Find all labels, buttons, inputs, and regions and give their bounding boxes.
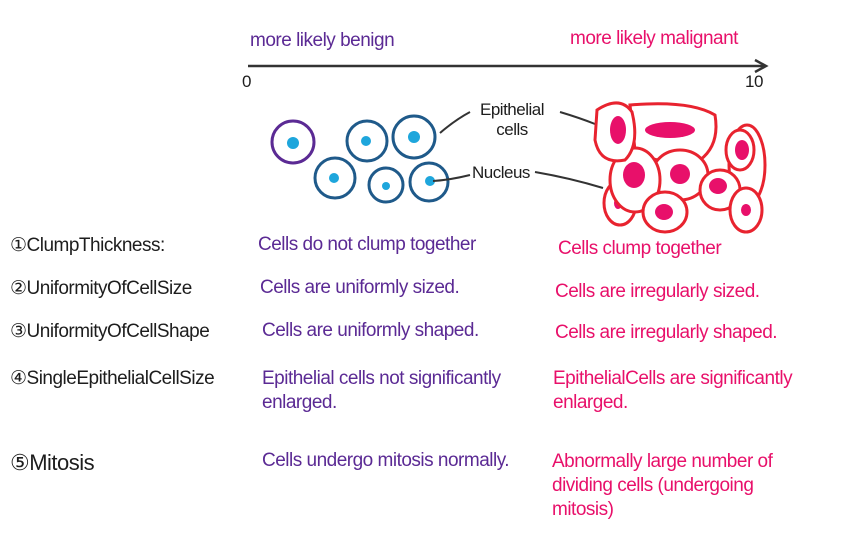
malignant-description: Abnormally large number of dividing cell… <box>552 451 773 520</box>
benign-cells <box>270 114 450 204</box>
feature-label: ⑤Mitosis <box>10 450 95 475</box>
epithelial-cells-label: Epithelial cells <box>480 100 545 139</box>
benign-description: Epithelial cells not significantly enlar… <box>262 368 501 413</box>
benign-scale-label: more likely benign <box>250 30 395 51</box>
feature-label: ③UniformityOfCellShape <box>10 321 210 342</box>
feature-label: ②UniformityOfCellSize <box>10 278 192 299</box>
malignant-description: Cells are irregularly sized. <box>555 281 760 302</box>
benign-description: Cells are uniformly sized. <box>260 277 460 298</box>
malignant-description: Cells are irregularly shaped. <box>555 322 778 343</box>
scale-axis <box>248 58 769 74</box>
scale-max: 10 <box>745 72 763 91</box>
scale-min: 0 <box>242 72 251 91</box>
feature-label: ①ClumpThickness: <box>10 235 165 256</box>
feature-label: ④SingleEpithelialCellSize <box>10 368 215 389</box>
malignant-scale-label: more likely malignant <box>570 28 738 49</box>
benign-description: Cells undergo mitosis normally. <box>262 450 510 471</box>
malignant-cells <box>593 101 767 234</box>
nucleus-label: Nucleus <box>472 163 530 182</box>
malignant-description: Cells clump together <box>558 238 722 259</box>
pointer-lines <box>432 111 604 189</box>
benign-description: Cells are uniformly shaped. <box>262 320 479 341</box>
malignant-description: EpithelialCells are significantly enlarg… <box>553 368 793 413</box>
benign-description: Cells do not clump together <box>258 234 476 255</box>
